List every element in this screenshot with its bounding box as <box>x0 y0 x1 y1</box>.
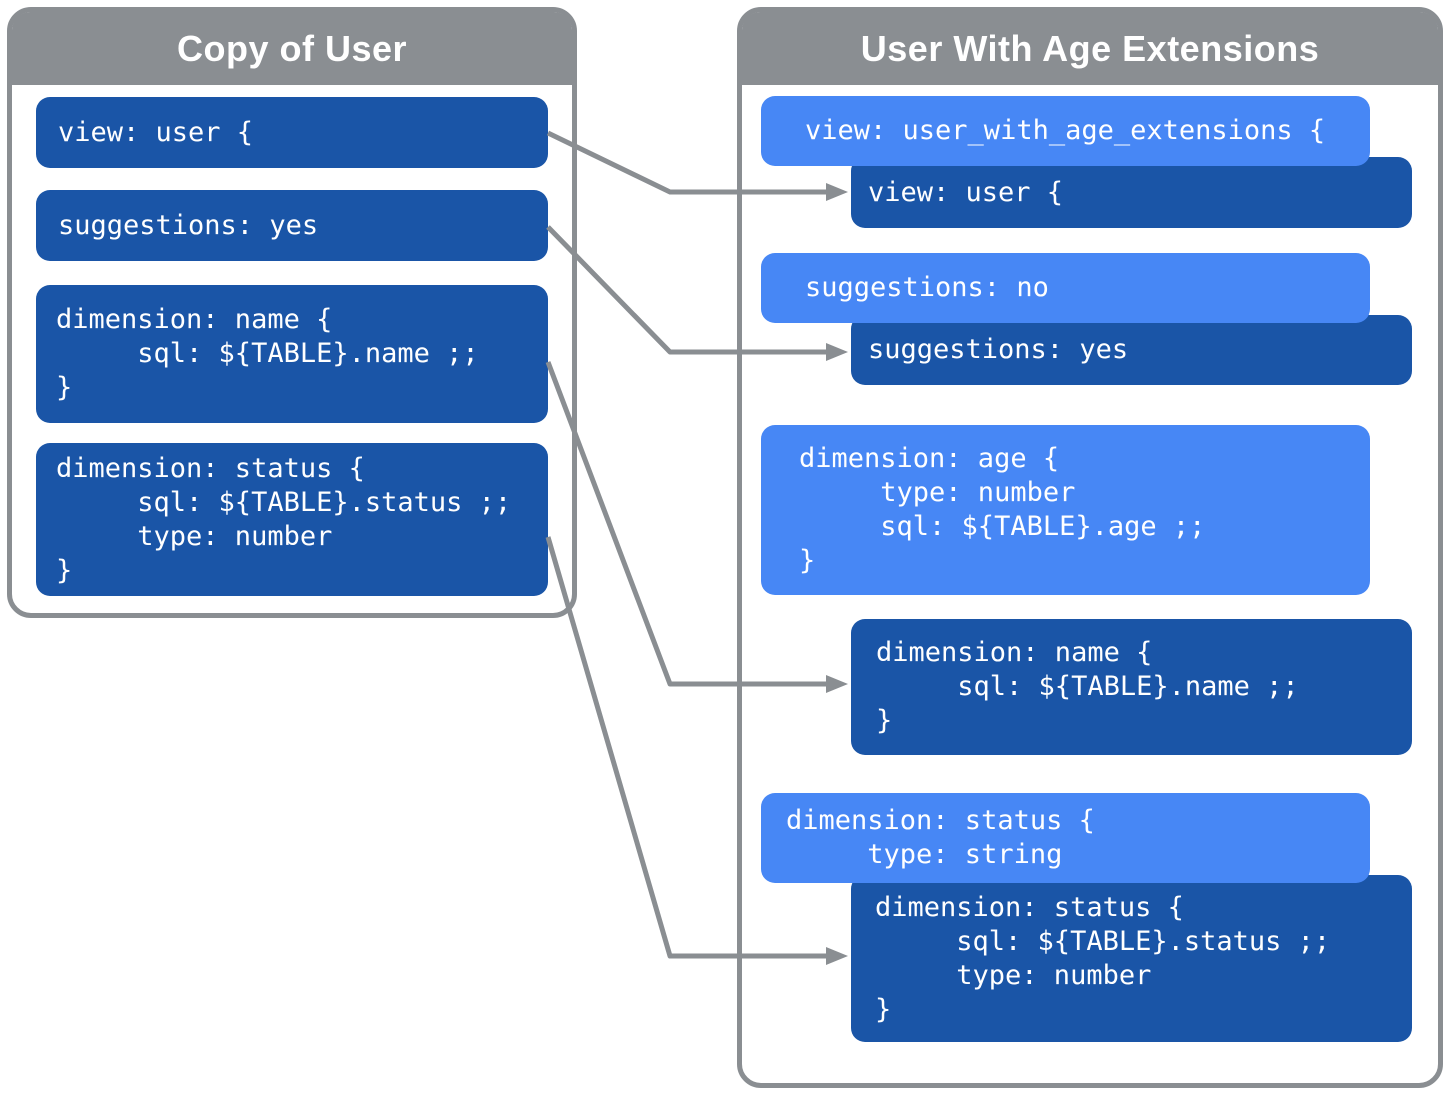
code-block-dimension-status-copy: dimension: status { sql: ${TABLE}.status… <box>36 443 548 596</box>
code-block-suggestions-yes-inherited: suggestions: yes <box>851 315 1412 385</box>
code-block-dimension-status-inherited: dimension: status { sql: ${TABLE}.status… <box>851 875 1412 1042</box>
code-text: dimension: status { type: string <box>786 805 1095 870</box>
code-block-view-user-inherited: view: user { <box>851 157 1412 228</box>
code-text: dimension: name { sql: ${TABLE}.name ;; … <box>876 637 1299 736</box>
code-block-suggestions-no-override: suggestions: no <box>761 253 1370 323</box>
code-text: suggestions: yes <box>58 209 319 241</box>
code-text: suggestions: no <box>805 272 1049 303</box>
code-text: dimension: status { sql: ${TABLE}.status… <box>56 452 512 586</box>
code-block-dimension-age-extension: dimension: age { type: number sql: ${TAB… <box>761 425 1370 595</box>
code-text: view: user_with_age_extensions { <box>805 115 1326 146</box>
panel-title: User With Age Extensions <box>860 27 1320 69</box>
code-block-dimension-name-inherited: dimension: name { sql: ${TABLE}.name ;; … <box>851 619 1412 755</box>
panel-header: Copy of User <box>12 12 572 85</box>
panel-header: User With Age Extensions <box>742 12 1438 85</box>
code-text: view: user { <box>868 176 1064 208</box>
code-text: dimension: name { sql: ${TABLE}.name ;; … <box>56 304 479 403</box>
code-text: dimension: status { sql: ${TABLE}.status… <box>875 891 1331 1025</box>
code-block-dimension-status-override: dimension: status { type: string <box>761 793 1370 883</box>
code-block-dimension-name-copy: dimension: name { sql: ${TABLE}.name ;; … <box>36 285 548 423</box>
code-text: view: user { <box>58 116 254 148</box>
code-text: suggestions: yes <box>868 334 1129 365</box>
code-block-view-user-with-age-extensions: view: user_with_age_extensions { <box>761 96 1370 166</box>
code-text: dimension: age { type: number sql: ${TAB… <box>799 443 1206 576</box>
code-block-view-user-copy: view: user { <box>36 97 548 168</box>
panel-title: Copy of User <box>176 27 408 69</box>
code-block-suggestions-yes-copy: suggestions: yes <box>36 190 548 261</box>
